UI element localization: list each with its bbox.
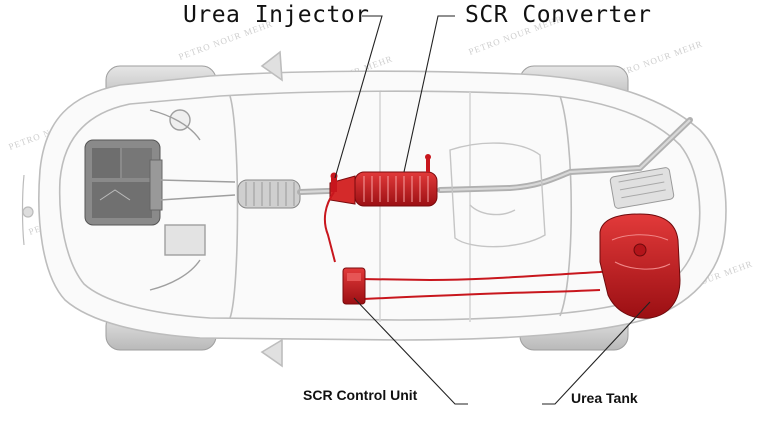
catalytic-converter <box>238 180 300 208</box>
engine-block <box>85 140 162 225</box>
scr-converter-label: SCR Converter <box>465 2 652 28</box>
urea-injector-part <box>331 173 338 193</box>
urea-tank-label: Urea Tank <box>571 390 638 406</box>
urea-tank-part <box>600 214 680 318</box>
scr-control-unit-label: SCR Control Unit <box>303 387 417 403</box>
urea-injector-label: Urea Injector <box>183 2 370 28</box>
